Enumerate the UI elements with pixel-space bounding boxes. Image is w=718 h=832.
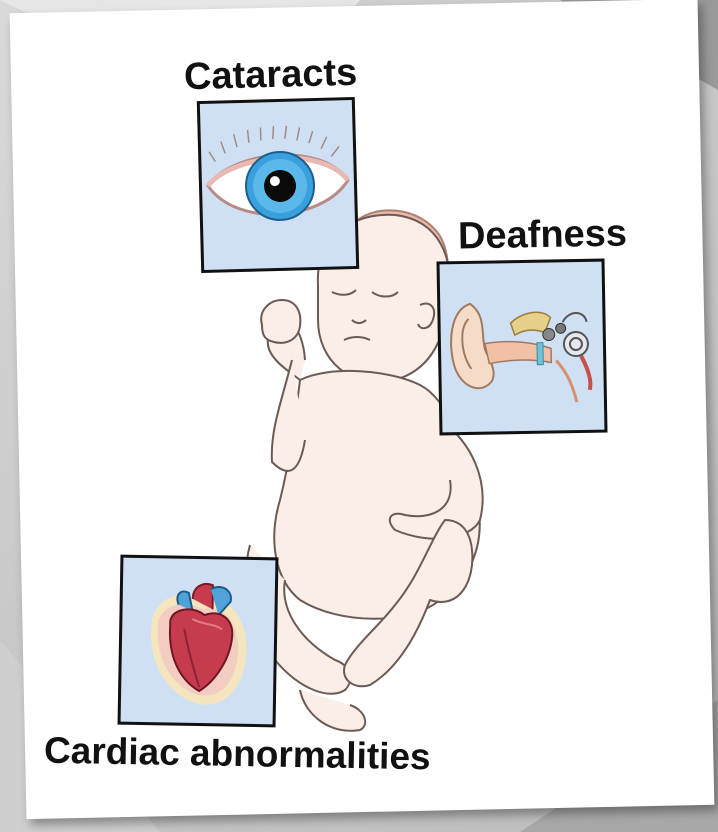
cataracts-label: Cataracts: [183, 52, 357, 100]
deafness-label: Deafness: [458, 213, 628, 259]
heart-icon: [121, 558, 276, 725]
eye-icon: [200, 100, 356, 270]
ear-panel: [436, 259, 607, 436]
heart-panel: [118, 555, 279, 728]
ear-icon: [440, 262, 605, 433]
eye-panel: [197, 97, 359, 273]
cardiac-label: Cardiac abnormalities: [44, 730, 431, 779]
